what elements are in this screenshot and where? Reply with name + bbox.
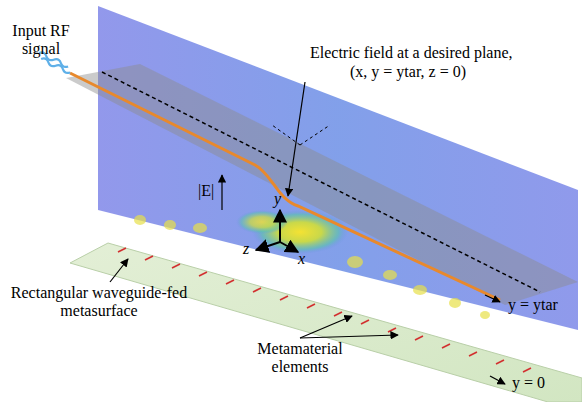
target-plane — [66, 64, 578, 305]
leader-line — [110, 259, 128, 282]
leader-line — [485, 295, 500, 302]
part-label: Rectangular waveguide-fed metasurface — [4, 284, 194, 321]
field-profile — [70, 73, 500, 300]
plane-label: y = ytar — [508, 296, 558, 314]
axis-z — [256, 242, 280, 250]
leader-line — [300, 316, 352, 338]
leader-line — [490, 376, 505, 384]
axis-label: x — [298, 250, 305, 268]
field-arrow — [221, 175, 222, 210]
axis-dash — [300, 125, 330, 145]
input-label: Input RF signal — [4, 22, 78, 59]
axis-dash — [272, 125, 300, 145]
axis-label: z — [243, 240, 249, 258]
axis-label: y — [274, 190, 281, 208]
callout-text: (x, y = ytar, z = 0) — [350, 63, 466, 81]
plane-label: y = 0 — [512, 374, 545, 392]
target-line — [102, 72, 540, 292]
axis-x — [280, 242, 298, 252]
part-label: Metamaterial elements — [230, 340, 370, 377]
rf-wave — [40, 57, 71, 74]
callout-text: Electric field at a desired plane, — [310, 44, 513, 62]
leader-line — [288, 82, 305, 196]
axis-y — [279, 210, 281, 242]
leader-line — [300, 335, 398, 338]
field-symbol: |E| — [198, 182, 214, 200]
